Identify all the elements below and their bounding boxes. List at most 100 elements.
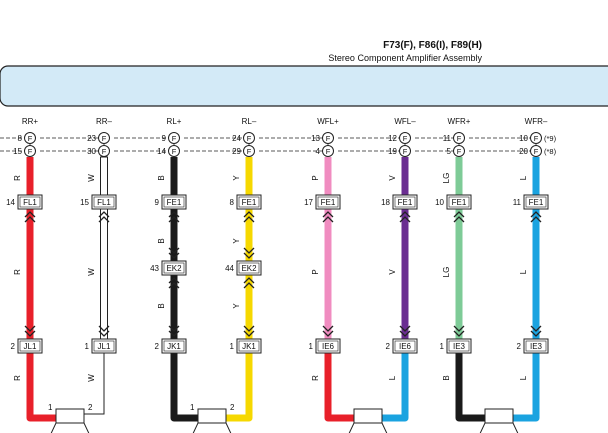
wire-color-label: W: [87, 374, 96, 382]
connector-id: JK1: [242, 342, 256, 351]
connector-pin: 8: [230, 198, 235, 207]
connector-ek2: EK2 43: [150, 260, 187, 276]
speaker-pin: 2: [88, 403, 93, 412]
speaker-woofer-right-icon: [479, 408, 519, 433]
chevron-up-icon: [98, 211, 110, 218]
connector-box: [523, 194, 549, 210]
connector-id: FL1: [23, 198, 37, 207]
chevron-down-icon: [24, 325, 36, 332]
connector-inner: [163, 340, 185, 352]
connector-box: [523, 338, 549, 354]
connector-pin: 10: [435, 198, 444, 207]
chevron-down-icon: [530, 325, 542, 332]
connector-id: JK1: [167, 342, 181, 351]
chevron-down-icon: [168, 252, 180, 259]
connector-id: EK2: [241, 264, 257, 273]
wire-color-label: Y: [232, 175, 241, 181]
wire-color-label: W: [87, 174, 96, 182]
terminal-letter: F: [457, 134, 462, 143]
component-name-label: Stereo Component Amplifier Assembly: [328, 53, 482, 63]
terminal-letter: F: [247, 147, 252, 156]
chevron-down-icon: [399, 325, 411, 332]
amplifier-body: [0, 65, 608, 107]
connector-id: EK2: [166, 264, 182, 273]
connector-inner: [448, 196, 470, 208]
signal-label: RR+: [22, 117, 39, 126]
chevron-up-icon: [453, 211, 465, 218]
connector-jk1: JK1 1: [230, 338, 262, 354]
pin-number: 19: [388, 147, 397, 156]
connector-pin: 44: [225, 264, 234, 273]
terminal-letter: F: [457, 147, 462, 156]
pin-number: 13: [311, 134, 320, 143]
pin-number: 14: [157, 147, 166, 156]
connector-id: FE1: [529, 198, 544, 207]
connector-box: [236, 194, 262, 210]
speaker-magnet: [353, 408, 383, 424]
connector-box: [161, 260, 187, 276]
connector-pin: 43: [150, 264, 159, 273]
connector-inner: [19, 340, 41, 352]
connector-id: JL1: [24, 342, 37, 351]
wire-color-label: V: [388, 269, 397, 275]
chevron-down-icon: [453, 330, 465, 337]
connector-id: FE1: [398, 198, 413, 207]
connector-id: IE6: [399, 342, 412, 351]
connector-inner: [394, 196, 416, 208]
speaker-feed: [324, 353, 356, 422]
wire-color-label: R: [311, 375, 320, 381]
connector-pin: 14: [6, 198, 15, 207]
connector-box: [161, 194, 187, 210]
connector-box: [392, 194, 418, 210]
connector-pin: 17: [304, 198, 313, 207]
connector-inner: [238, 196, 260, 208]
speaker-pin: 1: [48, 403, 53, 412]
connector-pin: 9: [155, 198, 160, 207]
pin-number: 30: [87, 147, 96, 156]
pin-number: 10: [519, 134, 528, 143]
pin-number: 24: [232, 134, 241, 143]
connector-inner: [93, 196, 115, 208]
connector-id: IE6: [322, 342, 335, 351]
pin-number: 23: [87, 134, 96, 143]
connector-box: [236, 338, 262, 354]
chevron-up-icon: [243, 277, 255, 284]
speaker-pin: 1: [190, 403, 195, 412]
chevron-down-icon: [322, 325, 334, 332]
wire-color-label: Y: [232, 303, 241, 309]
signal-label: WFL–: [394, 117, 416, 126]
terminal-letter: F: [172, 147, 177, 156]
connector-id: FE1: [167, 198, 182, 207]
signal-label: WFR+: [448, 117, 471, 126]
chevron-down-icon: [24, 330, 36, 337]
connector-inner: [93, 340, 115, 352]
variant-note: (*9): [544, 134, 557, 143]
wire-color-label: L: [519, 375, 528, 380]
chevron-up-icon: [399, 211, 411, 218]
connector-inner: [238, 340, 260, 352]
connector-inner: [394, 340, 416, 352]
chevron-down-icon: [399, 330, 411, 337]
wire-color-label: R: [13, 175, 22, 181]
connector-inner: [163, 196, 185, 208]
wire-color-label: LG: [442, 267, 451, 278]
pin-number: 15: [13, 147, 22, 156]
terminal-letter: F: [28, 134, 33, 143]
chevron-up-icon: [168, 277, 180, 284]
wire-color-label: B: [157, 175, 166, 180]
component-code-label: F73(F), F86(I), F89(H): [383, 40, 482, 51]
terminal-letter: F: [534, 134, 539, 143]
connector-pin: 1: [230, 342, 235, 351]
connector-inner: [317, 196, 339, 208]
terminal-letter: F: [172, 134, 177, 143]
chevron-up-icon: [98, 216, 110, 223]
pin-number: 29: [232, 147, 241, 156]
connector-ek2: EK2 44: [225, 260, 262, 276]
connector-box: [17, 194, 43, 210]
chevron-up-icon: [322, 211, 334, 218]
connector-id: IE3: [530, 342, 543, 351]
chevron-down-icon: [530, 330, 542, 337]
